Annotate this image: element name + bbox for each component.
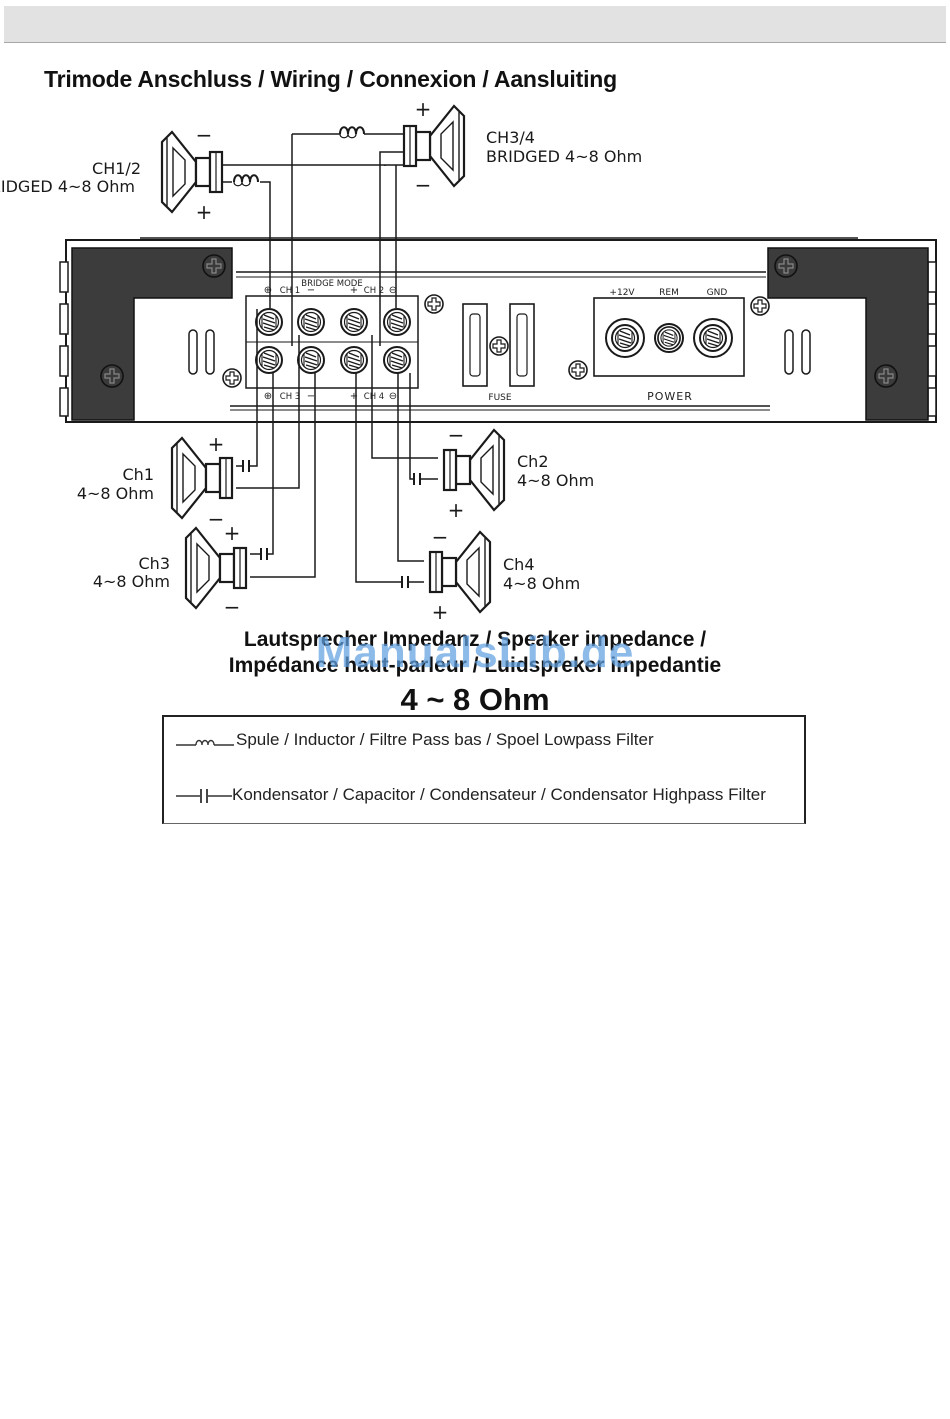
ch2-minus-sign: − — [448, 423, 465, 447]
plus-12v-label: +12V — [609, 288, 635, 298]
speaker-ch34-bridged: + − CH3/4 BRIDGED 4~8 Ohm — [404, 97, 642, 197]
ch4-plus-sign: + — [432, 600, 449, 624]
svg-text:−: − — [307, 391, 315, 402]
capacitor-icon — [176, 789, 232, 803]
impedance-heading-line1: Lautsprecher Impedanz / Speaker impedanc… — [243, 628, 707, 651]
speaker-ch12-bridged: + − CH1/2 BRIDGED 4~8 Ohm — [0, 123, 224, 224]
ch4-name: Ch4 — [503, 555, 535, 574]
ch34-plus-sign: + — [415, 97, 432, 121]
legend-box: Spule / Inductor / Filtre Pass bas / Spo… — [162, 715, 806, 824]
page-header-bar — [4, 6, 946, 43]
ch1-spec: 4~8 Ohm — [77, 484, 154, 503]
ch34-spec: BRIDGED 4~8 Ohm — [486, 147, 642, 166]
legend-capacitor-text: Kondensator / Capacitor / Condensateur /… — [232, 785, 766, 804]
ch1-name: Ch1 — [123, 465, 155, 484]
svg-text:⊕: ⊕ — [264, 285, 272, 296]
speaker-ch2: − + Ch2 4~8 Ohm — [444, 423, 594, 522]
ch12-name: CH1/2 — [92, 159, 141, 178]
impedance-value: 4 ~ 8 Ohm — [400, 682, 550, 717]
amplifier: ⊕ − + ⊖ ⊕ − + ⊖ BRIDGE MODE CH 1 CH 2 CH… — [59, 237, 937, 423]
ch4-terminal-label: CH 4 — [364, 392, 384, 402]
ch4-spec: 4~8 Ohm — [503, 574, 580, 593]
ch34-name: CH3/4 — [486, 128, 535, 147]
bridge-mode-label: BRIDGE MODE — [301, 279, 362, 289]
ch1-minus-sign: − — [208, 507, 225, 531]
page-title: Trimode Anschluss / Wiring / Connexion /… — [44, 66, 617, 92]
ch2-terminal-label: CH 2 — [364, 286, 384, 296]
power-label: POWER — [647, 390, 693, 403]
gnd-label: GND — [707, 288, 728, 298]
speaker-ch1: + − Ch1 4~8 Ohm — [77, 432, 234, 531]
svg-text:⊖: ⊖ — [389, 285, 397, 296]
wiring-diagram: ⊕ − + ⊖ ⊕ − + ⊖ BRIDGE MODE CH 1 CH 2 CH… — [0, 97, 937, 624]
ch3-terminal-label: CH 3 — [280, 392, 300, 402]
ch1-terminal-label: CH 1 — [280, 286, 300, 296]
ch2-spec: 4~8 Ohm — [517, 471, 594, 490]
ch2-name: Ch2 — [517, 452, 549, 471]
legend-inductor-text: Spule / Inductor / Filtre Pass bas / Spo… — [236, 730, 654, 749]
ch12-spec: BRIDGED 4~8 Ohm — [0, 177, 135, 196]
rem-label: REM — [659, 288, 679, 298]
impedance-heading-line2: Impédance haut-parleur / Luidspreker imp… — [228, 654, 722, 677]
ch3-plus-sign: + — [224, 521, 241, 545]
ch3-minus-sign: − — [224, 595, 241, 619]
ch2-plus-sign: + — [448, 498, 465, 522]
ch12-minus-sign: − — [196, 123, 213, 147]
svg-text:⊕: ⊕ — [264, 391, 272, 402]
ch3-spec: 4~8 Ohm — [93, 572, 170, 591]
svg-text:+: + — [350, 285, 358, 296]
legend-inductor-row: Spule / Inductor / Filtre Pass bas / Spo… — [164, 729, 804, 753]
inductor-icon — [176, 739, 234, 746]
svg-text:−: − — [307, 285, 315, 296]
ch34-minus-sign: − — [415, 173, 432, 197]
watermark: ManualsLib.de — [315, 628, 635, 677]
speaker-ch4: − + Ch4 4~8 Ohm — [430, 525, 580, 624]
ch12-plus-sign: + — [196, 200, 213, 224]
ch1-plus-sign: + — [208, 432, 225, 456]
ch3-name: Ch3 — [139, 554, 171, 573]
ch4-minus-sign: − — [432, 525, 449, 549]
speaker-ch3: + − Ch3 4~8 Ohm — [93, 521, 248, 619]
svg-text:+: + — [350, 391, 358, 402]
legend-capacitor-row: Kondensator / Capacitor / Condensateur /… — [164, 785, 804, 809]
fuse-label: FUSE — [488, 393, 511, 403]
svg-text:⊖: ⊖ — [389, 391, 397, 402]
